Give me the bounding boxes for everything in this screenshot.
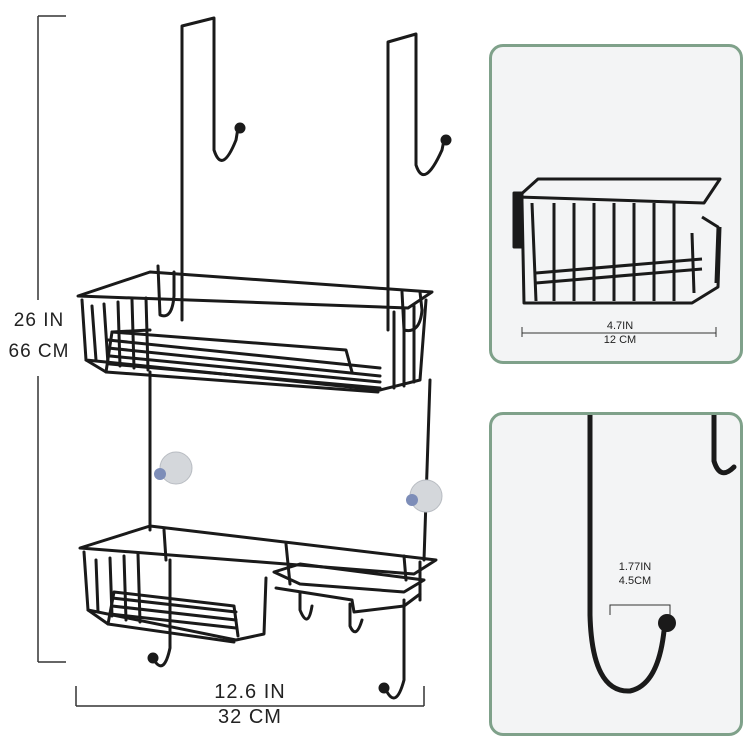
basket-width-inches-label: 4.7IN [606,320,634,332]
hook-depth-inches-label: 1.77IN [618,561,652,573]
height-dimension-line [37,15,66,663]
hook-detail-panel [489,412,743,736]
height-inches-label: 26 IN [13,310,65,331]
width-dimension-line [75,686,425,707]
bottom-left-hook [152,558,172,668]
bottom-right-hook [384,598,406,700]
suction-cup-left [154,451,193,485]
width-inches-label: 12.6 IN [214,681,286,703]
right-door-hook [386,32,446,332]
bottom-left-hook-ball [147,652,159,664]
basket-detail-illustration [512,177,722,337]
bottom-basket [78,524,438,644]
left-door-hook [180,16,240,322]
basket-width-cm-label: 12 CM [603,334,637,346]
basket-detail-panel [489,44,743,364]
suction-cup-right [406,479,443,513]
shower-caddy-illustration [37,15,452,707]
height-cm-label: 66 CM [8,341,70,362]
top-basket [76,264,434,394]
hook-ball [658,614,676,632]
hook-dimension-line [609,604,671,615]
left-hook-ball [234,122,246,134]
bottom-right-hook-ball [378,682,390,694]
right-hook-ball [440,134,452,146]
width-cm-label: 32 CM [218,706,282,728]
right-support-wire [422,378,432,562]
hook-detail-illustration [587,415,737,694]
basket-dimension-line [521,327,717,337]
hook-depth-cm-label: 4.5CM [618,575,652,587]
